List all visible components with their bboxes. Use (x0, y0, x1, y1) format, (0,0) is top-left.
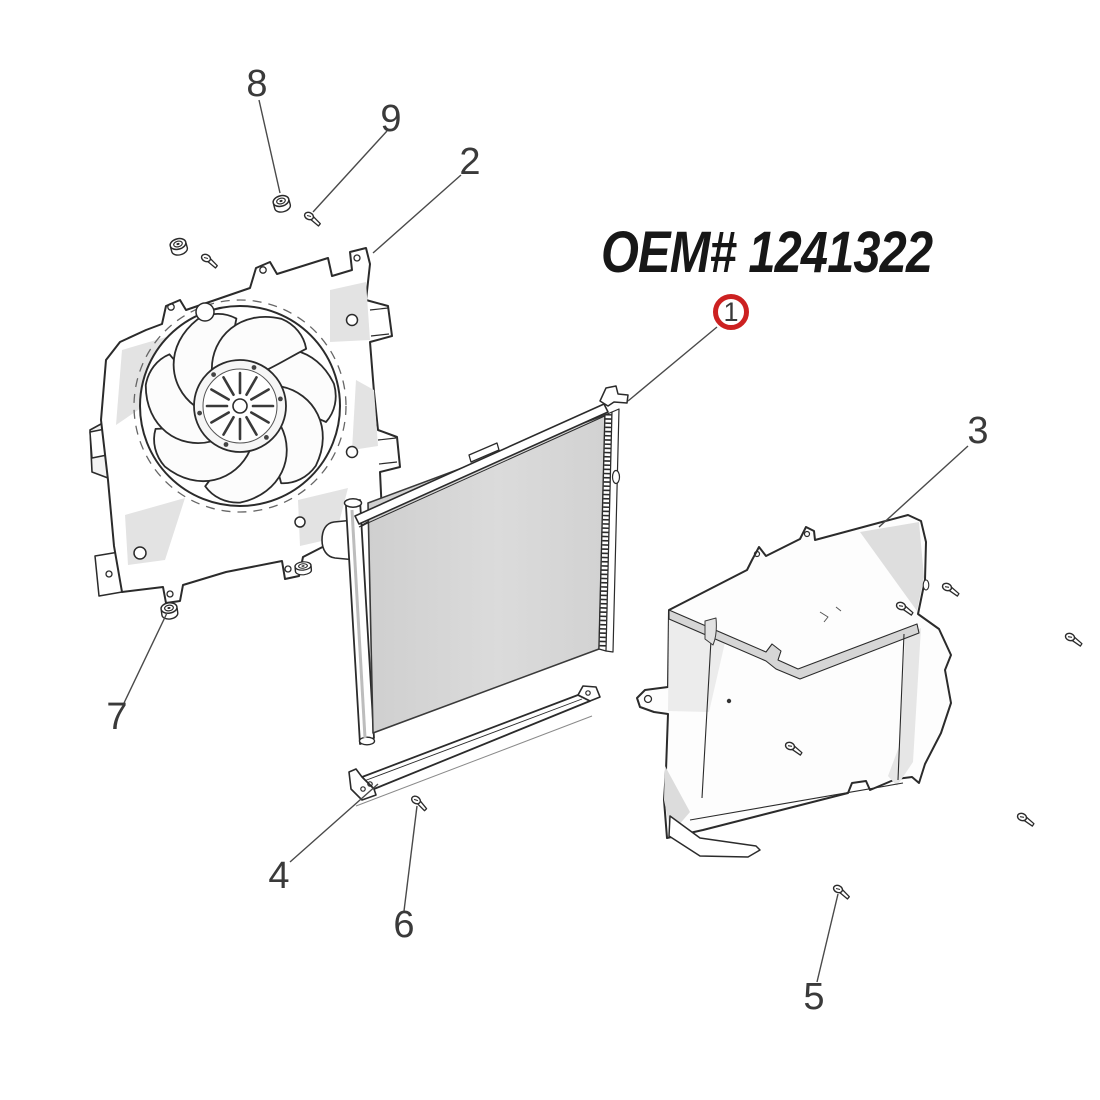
callout-2-fan-shroud-assembly: 2 (459, 141, 481, 183)
fan-blades (128, 294, 345, 513)
grommet-7-drawing (159, 600, 180, 621)
fan-shroud-drawing (89, 247, 401, 604)
grommet-drawing (168, 236, 190, 258)
callout-4-lower-support-bracket: 4 (268, 855, 290, 897)
baffle-drawing (636, 514, 952, 858)
callout-9-screw: 9 (380, 98, 402, 140)
screw-drawing (940, 581, 962, 598)
callout-7-grommet: 7 (106, 696, 128, 738)
radiator-drawing (321, 385, 629, 746)
support-bracket-drawing (348, 685, 601, 807)
callout-3-side-baffle: 3 (967, 410, 989, 452)
oem-number-label: OEM# 1241322 (601, 220, 933, 285)
callout-5-screw: 5 (803, 976, 825, 1018)
screw-6-drawing (408, 793, 431, 812)
grommet-drawing (293, 560, 313, 577)
screw-5-drawing (831, 883, 853, 900)
leader-lines (123, 99, 969, 983)
callout-8-grommet: 8 (246, 63, 268, 105)
screw-drawing (1015, 811, 1037, 828)
screw-drawing (1063, 631, 1085, 648)
callout-6-screw: 6 (393, 904, 415, 946)
callout-1-radiator: 1 (713, 294, 749, 330)
grommet-8-drawing (271, 193, 293, 215)
screw-9-drawing (302, 210, 324, 227)
screw-drawing (199, 252, 221, 269)
